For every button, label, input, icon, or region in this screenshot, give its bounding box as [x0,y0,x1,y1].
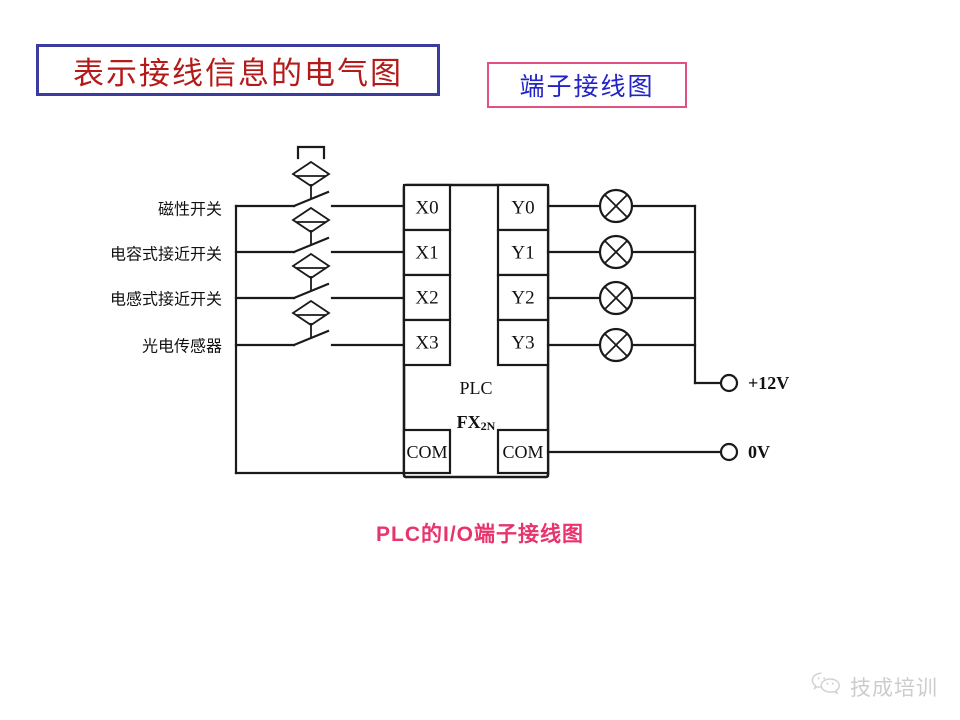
supply-label-plus12v: +12V [748,373,789,393]
terminal-label-y2: Y2 [511,288,534,309]
sensor-label-x1: 电容式接近开关 [110,246,222,264]
terminal-box-com-output[interactable] [496,428,550,475]
sensor-label-x3: 光电传感器 [142,338,222,356]
watermark: 技成培训 [811,671,938,702]
terminal-label-x1: X1 [415,243,438,264]
proximity-switch-symbol-x2 [291,252,331,280]
zero-volt-bus: 0V [546,442,770,462]
terminal-label-y1: Y1 [511,243,534,264]
terminal-box-x0[interactable] [402,183,452,232]
wechat-icon [811,671,841,702]
terminal-0v[interactable] [719,442,739,462]
sensor-label-x0: 磁性开关 [158,201,222,219]
primary-title-box: 表示接线信息的电气图 [36,44,440,96]
sensor-label-x2: 电感式接近开关 [110,291,222,309]
output-branch-y2 [546,280,697,316]
plc-model-base: FX [457,412,481,432]
caption-part-plc: PLC [375,523,421,546]
supply-label-0v: 0V [748,442,770,462]
caption-part-terminal: 端子接线图 [474,522,584,546]
terminal-plus12v[interactable] [719,373,739,393]
diagram-caption: PLC的I/O端子接线图 [0,518,960,548]
terminal-box-com-input[interactable] [402,428,452,475]
terminal-box-x2[interactable] [402,273,452,322]
proximity-switch-symbol-x3 [291,299,331,327]
plc-unit: X0 X1 X2 X3 Y0 Y1 Y2 Y3 PLC FX2N COM COM [402,183,550,479]
terminal-label-com-input: COM [406,442,447,462]
wiring-schematic-svg: 磁性开关 电容式接近开关 电感式接近开关 光电传感器 [110,145,789,479]
terminal-label-y3: Y3 [511,333,534,354]
plc-device-name: PLC [459,378,492,398]
positive-supply-bus: +12V [693,204,789,393]
proximity-switch-symbol-x1 [291,206,331,234]
caption-part-de: 的 [420,522,443,546]
terminal-label-x2: X2 [415,288,438,309]
terminal-label-x3: X3 [415,333,438,354]
terminal-box-x1[interactable] [402,228,452,277]
plc-wiring-diagram: 磁性开关 电容式接近开关 电感式接近开关 光电传感器 [0,140,960,560]
magnet-bracket-icon [296,145,326,160]
terminal-label-com-output: COM [502,442,543,462]
secondary-title-box: 端子接线图 [487,62,687,108]
terminal-label-x0: X0 [415,198,438,219]
input-branch-x2 [234,252,406,300]
secondary-title-text: 端子接线图 [519,74,655,101]
caption-part-io: I/O [442,523,474,546]
terminal-box-y3[interactable] [496,318,550,367]
input-branch-x0 [234,145,406,208]
input-common-bus [234,204,406,475]
watermark-text: 技成培训 [850,675,938,700]
plc-model-subscript: 2N [481,419,496,433]
output-branch-y3 [546,327,697,363]
terminal-box-x3[interactable] [402,318,452,367]
output-branch-y1 [546,234,697,270]
input-branch-x3 [234,299,406,347]
input-branch-x1 [234,206,406,254]
plc-device-model: FX2N [457,412,496,433]
terminal-label-y0: Y0 [511,198,534,219]
proximity-switch-symbol-x0 [291,160,331,188]
output-branch-y0 [546,188,697,224]
primary-title-text: 表示接线信息的电气图 [73,55,403,91]
